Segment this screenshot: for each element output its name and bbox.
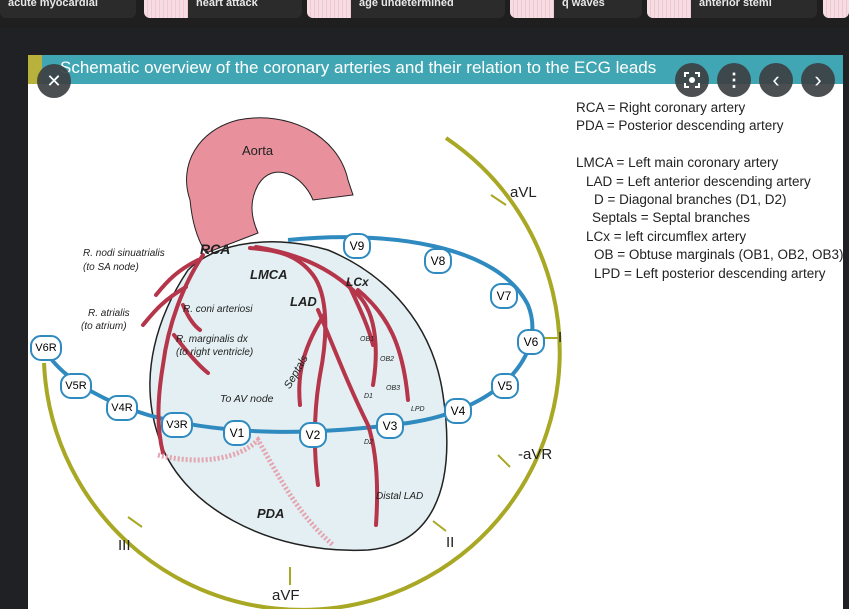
lead-label-iii: III bbox=[118, 537, 131, 554]
lead-badge-v5: V5 bbox=[491, 373, 519, 399]
lens-icon bbox=[684, 72, 700, 88]
sa-node-branch-label: R. nodi sinuatrialis bbox=[83, 248, 165, 259]
next-button[interactable]: › bbox=[801, 63, 835, 97]
legend-line: LCx = left circumflex artery bbox=[586, 228, 747, 244]
atrial-branch-sublabel: (to atrium) bbox=[81, 321, 127, 332]
lead-label-avf: aVF bbox=[272, 587, 300, 604]
lpd-label: LPD bbox=[411, 406, 425, 413]
legend-line: OB = Obtuse marginals (OB1, OB2, OB3) bbox=[594, 247, 843, 263]
chip-thumbnail bbox=[647, 0, 691, 18]
coronary-diagram bbox=[42, 117, 562, 609]
related-search-chip[interactable]: age undetermined bbox=[307, 0, 505, 18]
chip-label: acute myocardial bbox=[8, 0, 98, 9]
lead-badge-v6r: V6R bbox=[30, 335, 62, 361]
chevron-left-icon: ‹ bbox=[772, 67, 780, 92]
related-search-chip[interactable] bbox=[823, 0, 849, 18]
aorta-label: Aorta bbox=[242, 143, 274, 158]
chip-thumbnail bbox=[823, 0, 849, 18]
more-options-button[interactable]: ⋮ bbox=[717, 63, 751, 97]
lead-badge-v6: V6 bbox=[517, 329, 545, 355]
chip-label: anterior stemi bbox=[699, 0, 772, 9]
distal-lad-label: Distal LAD bbox=[376, 491, 424, 502]
marginal-branch-label: R. marginalis dx bbox=[176, 334, 248, 345]
lead-badge-v3: V3 bbox=[376, 413, 404, 439]
lead-label-avl: aVL bbox=[510, 184, 537, 201]
chip-label: age undetermined bbox=[359, 0, 454, 9]
previous-button[interactable]: ‹ bbox=[759, 63, 793, 97]
more-icon: ⋮ bbox=[725, 69, 743, 90]
ob2-label: OB2 bbox=[380, 356, 395, 363]
figure-title: Schematic overview of the coronary arter… bbox=[60, 58, 657, 77]
related-search-chip[interactable]: acute myocardial bbox=[0, 0, 136, 18]
chevron-right-icon: › bbox=[814, 67, 822, 92]
close-icon: ✕ bbox=[46, 70, 62, 91]
legend-line: D = Diagonal branches (D1, D2) bbox=[594, 191, 787, 207]
aorta bbox=[186, 117, 354, 254]
d1-label: D1 bbox=[364, 393, 373, 400]
chip-thumbnail bbox=[144, 0, 188, 18]
atrial-branch-label: R. atrialis bbox=[88, 308, 130, 319]
lead-label-avr: -aVR bbox=[518, 446, 553, 463]
pda-dashed bbox=[157, 435, 335, 547]
abbreviation-legend: RCA = Right coronary artery PDA = Poster… bbox=[576, 99, 843, 283]
lead-badge-v3r: V3R bbox=[161, 412, 193, 438]
visual-search-button[interactable] bbox=[675, 63, 709, 97]
lead-badge-v1: V1 bbox=[223, 420, 251, 446]
lead-badge-v8: V8 bbox=[424, 248, 452, 274]
lead-badge-v5r: V5R bbox=[60, 373, 92, 399]
close-button[interactable]: ✕ bbox=[37, 64, 71, 98]
lead-label-i: I bbox=[558, 329, 563, 346]
chip-thumbnail bbox=[307, 0, 351, 18]
lmca-label: LMCA bbox=[250, 267, 288, 282]
related-search-chip[interactable]: q waves bbox=[510, 0, 642, 18]
chip-thumbnail bbox=[510, 0, 554, 18]
lead-badge-v7: V7 bbox=[490, 283, 518, 309]
related-search-strip: acute myocardial heart attack age undete… bbox=[0, 0, 849, 22]
ob3-label: OB3 bbox=[386, 385, 401, 392]
coni-branch-label: R. coni arteriosi bbox=[183, 304, 253, 315]
related-search-chip[interactable]: anterior stemi bbox=[647, 0, 817, 18]
legend-line: PDA = Posterior descending artery bbox=[576, 118, 784, 134]
lead-badge-v2: V2 bbox=[299, 422, 327, 448]
lead-badge-v4r: V4R bbox=[106, 395, 138, 421]
chip-label: q waves bbox=[562, 0, 605, 9]
chip-label: heart attack bbox=[196, 0, 258, 9]
to-av-node-label: To AV node bbox=[220, 393, 274, 405]
pda-label: PDA bbox=[257, 506, 285, 521]
lead-badge-v4: V4 bbox=[444, 398, 472, 424]
legend-line: LPD = Left posterior descending artery bbox=[594, 265, 826, 281]
legend-line: RCA = Right coronary artery bbox=[576, 100, 746, 115]
limb-ticks bbox=[127, 194, 558, 585]
lcx-label: LCx bbox=[346, 275, 369, 289]
d2-label: D2 bbox=[364, 439, 373, 446]
lead-label-ii: II bbox=[446, 534, 455, 551]
preview-image: Schematic overview of the coronary arter… bbox=[28, 55, 843, 609]
ob1-label: OB1 bbox=[360, 336, 375, 343]
legend-line: LAD = Left anterior descending artery bbox=[586, 173, 811, 189]
rca-label: RCA bbox=[200, 241, 231, 257]
sa-node-branch-sublabel: (to SA node) bbox=[83, 262, 139, 273]
legend-line: LMCA = Left main coronary artery bbox=[576, 155, 779, 171]
legend-line: Septals = Septal branches bbox=[592, 210, 750, 226]
marginal-branch-sublabel: (to right ventricle) bbox=[176, 347, 254, 358]
limb-lead-arc bbox=[42, 136, 562, 609]
related-search-chip[interactable]: heart attack bbox=[144, 0, 302, 18]
lad-label: LAD bbox=[290, 294, 317, 309]
lead-badge-v9: V9 bbox=[343, 233, 371, 259]
